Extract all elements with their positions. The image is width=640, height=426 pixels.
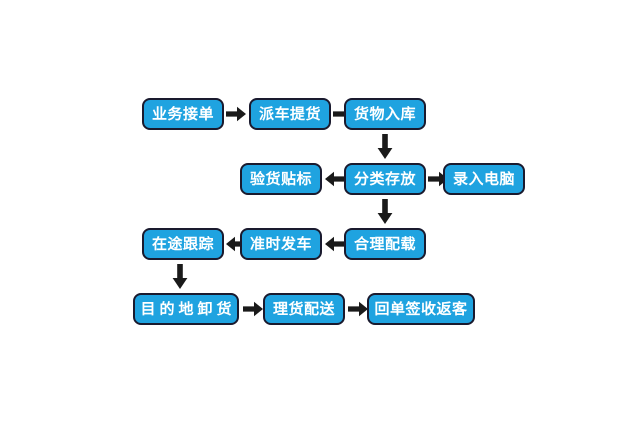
flow-node-dispatch-pickup[interactable]: 派车提货 (249, 98, 331, 130)
flow-node-reasonable-loading[interactable]: 合理配载 (344, 228, 426, 260)
flow-node-destination-unload[interactable]: 目的地卸货 (133, 293, 239, 325)
flow-node-computer-entry[interactable]: 录入电脑 (443, 163, 525, 195)
arrow-left-icon (325, 236, 345, 252)
flow-node-receipt-signback[interactable]: 回单签收返客 (367, 293, 475, 325)
arrow-right-icon (348, 301, 368, 317)
flow-node-tally-delivery[interactable]: 理货配送 (263, 293, 345, 325)
flow-node-goods-inbound[interactable]: 货物入库 (344, 98, 426, 130)
arrow-left-icon (325, 171, 345, 187)
arrow-down-icon (377, 199, 393, 225)
flow-node-sort-storage[interactable]: 分类存放 (344, 163, 426, 195)
flow-node-on-time-departure[interactable]: 准时发车 (240, 228, 322, 260)
arrow-down-icon (172, 264, 188, 290)
flow-node-in-transit-tracking[interactable]: 在途跟踪 (142, 228, 224, 260)
arrow-right-icon (243, 301, 263, 317)
flow-node-business-order[interactable]: 业务接单 (142, 98, 224, 130)
flow-node-inspect-label[interactable]: 验货贴标 (240, 163, 322, 195)
arrow-down-icon (377, 134, 393, 160)
arrow-right-icon (226, 106, 246, 122)
arrow-left-icon (226, 236, 246, 252)
